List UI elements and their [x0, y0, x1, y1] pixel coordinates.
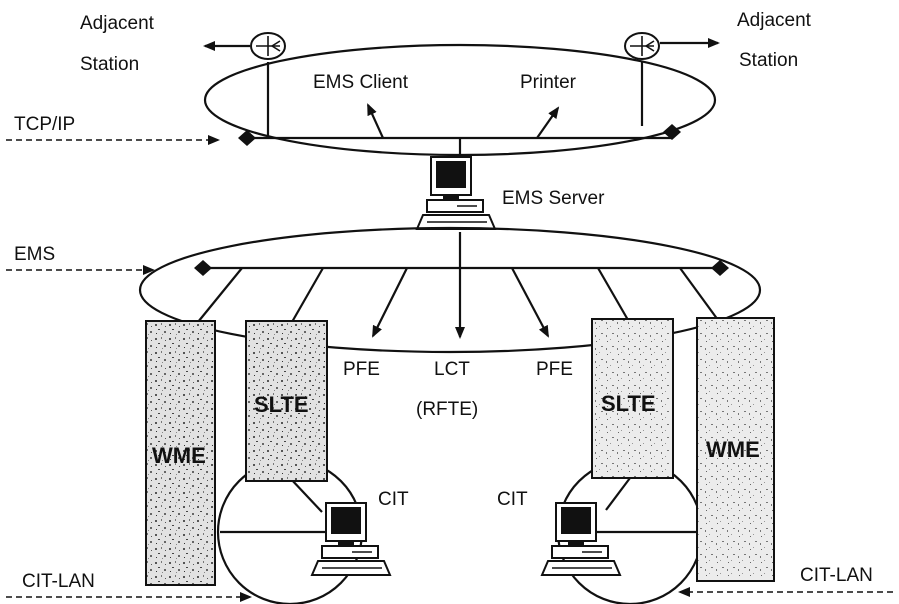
cit-left-label: CIT — [378, 489, 409, 510]
slte-left-label: SLTE — [254, 392, 309, 417]
ems-label: EMS — [14, 244, 55, 265]
wme-rack-right — [696, 317, 775, 582]
cit-lan-right-label: CIT-LAN — [800, 565, 873, 586]
ems-server-label: EMS Server — [502, 188, 605, 209]
adjacent-station-left-line2: Station — [80, 54, 139, 75]
rfte-label: (RFTE) — [416, 399, 478, 420]
tcpip-ring — [203, 43, 717, 160]
node-diamond-icon — [194, 260, 212, 276]
node-diamond-icon — [711, 260, 729, 276]
wme-right-label: WME — [706, 437, 760, 462]
cit-lan-left-label: CIT-LAN — [22, 571, 95, 592]
router-icon — [624, 32, 720, 60]
computer-icon — [310, 502, 392, 576]
ems-ring — [138, 226, 762, 354]
adjacent-station-right-line2: Station — [739, 50, 798, 71]
wme-left-label: WME — [152, 443, 206, 468]
wme-rack-left — [145, 320, 216, 586]
ems-client-label: EMS Client — [313, 72, 409, 93]
cit-right-label: CIT — [497, 489, 528, 510]
router-icon — [203, 32, 286, 60]
pfe-right-label: PFE — [536, 359, 573, 380]
pfe-left-label: PFE — [343, 359, 380, 380]
slte-rack-right — [591, 318, 674, 479]
slte-rack-left — [245, 320, 328, 482]
tcpip-label: TCP/IP — [14, 114, 75, 135]
adjacent-station-right-line1: Adjacent — [737, 10, 812, 31]
node-diamond-icon — [238, 130, 256, 146]
adjacent-station-left-line1: Adjacent — [80, 13, 155, 34]
slte-right-label: SLTE — [601, 391, 656, 416]
computer-icon — [415, 156, 497, 230]
node-diamond-icon — [663, 124, 681, 140]
printer-label: Printer — [520, 72, 577, 93]
computer-icon — [540, 502, 622, 576]
lct-label: LCT — [434, 359, 470, 380]
